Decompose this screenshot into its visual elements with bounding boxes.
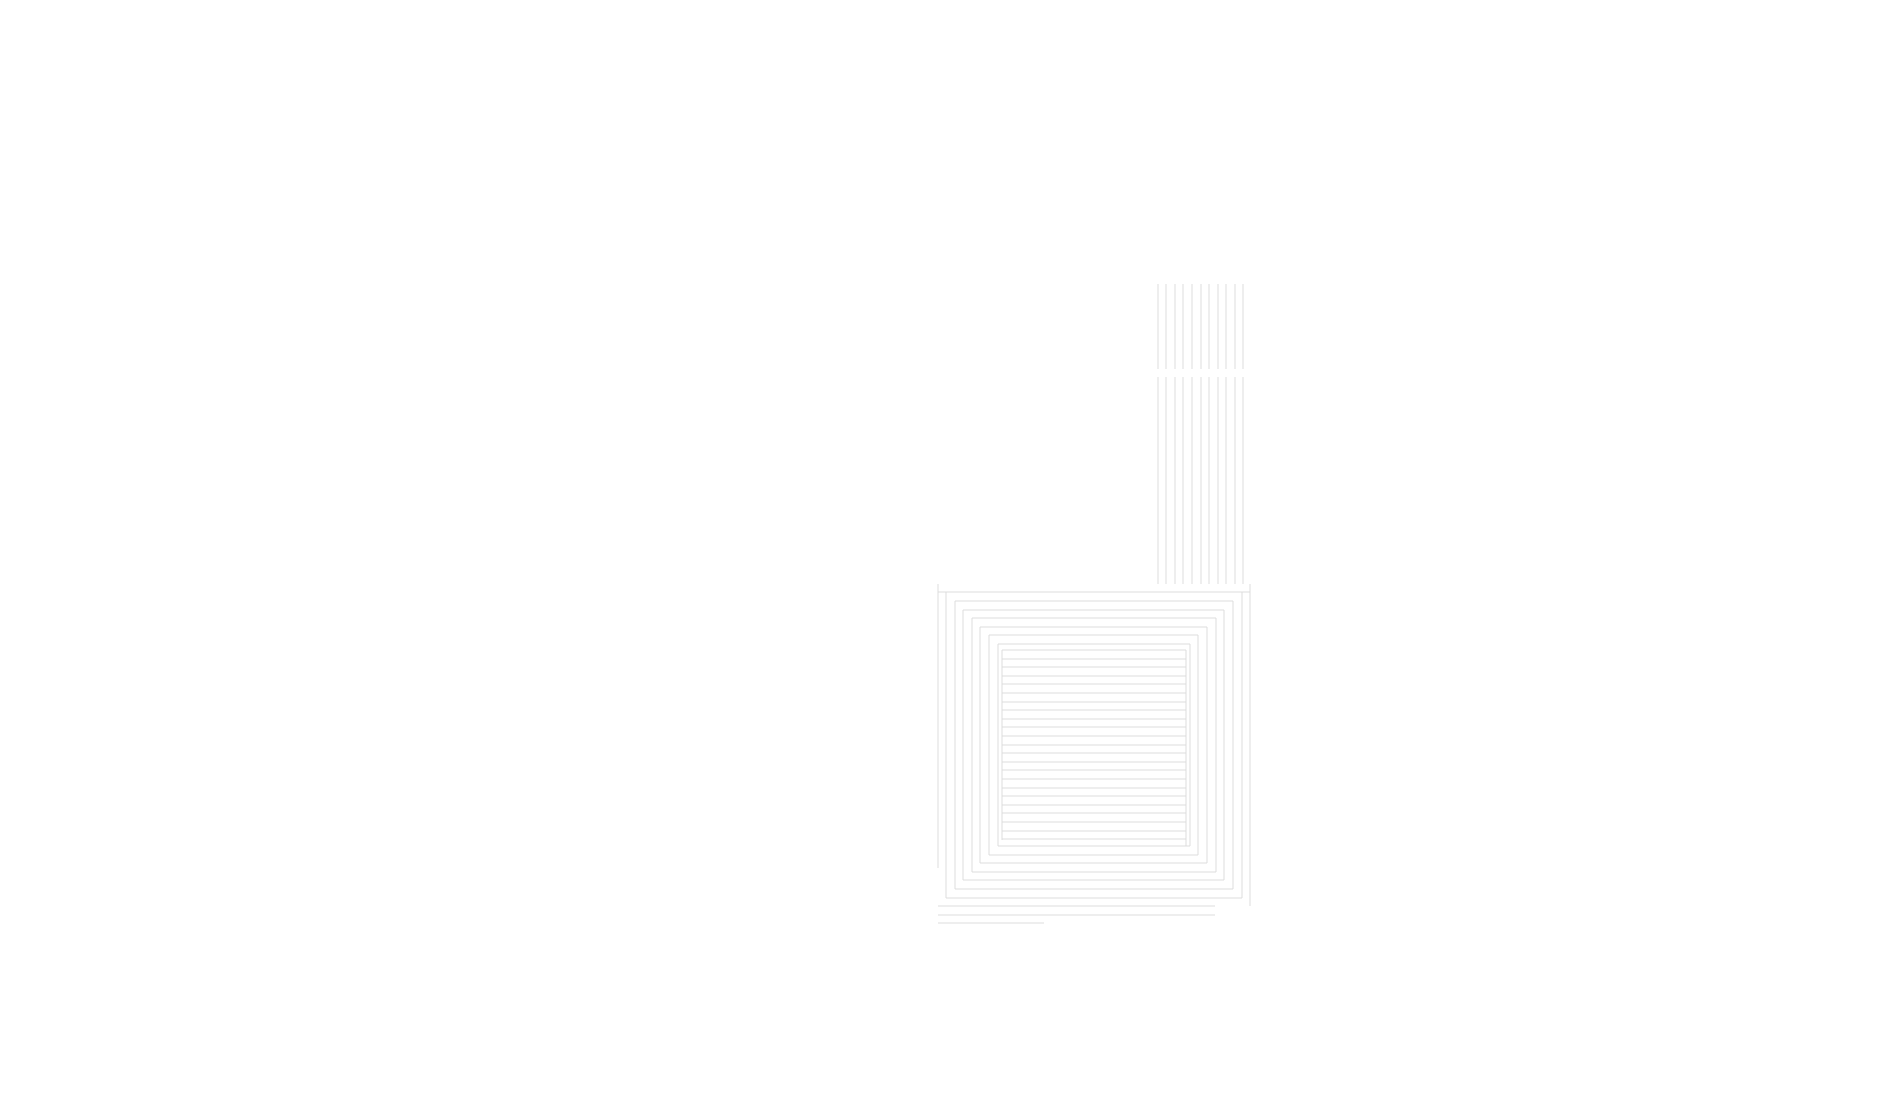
bottom-lines-group <box>938 905 1215 924</box>
nested-rectangles-group <box>937 584 1251 906</box>
inner-horizontal-lines-group <box>1001 649 1187 846</box>
vertical-strip-group <box>1157 284 1244 584</box>
